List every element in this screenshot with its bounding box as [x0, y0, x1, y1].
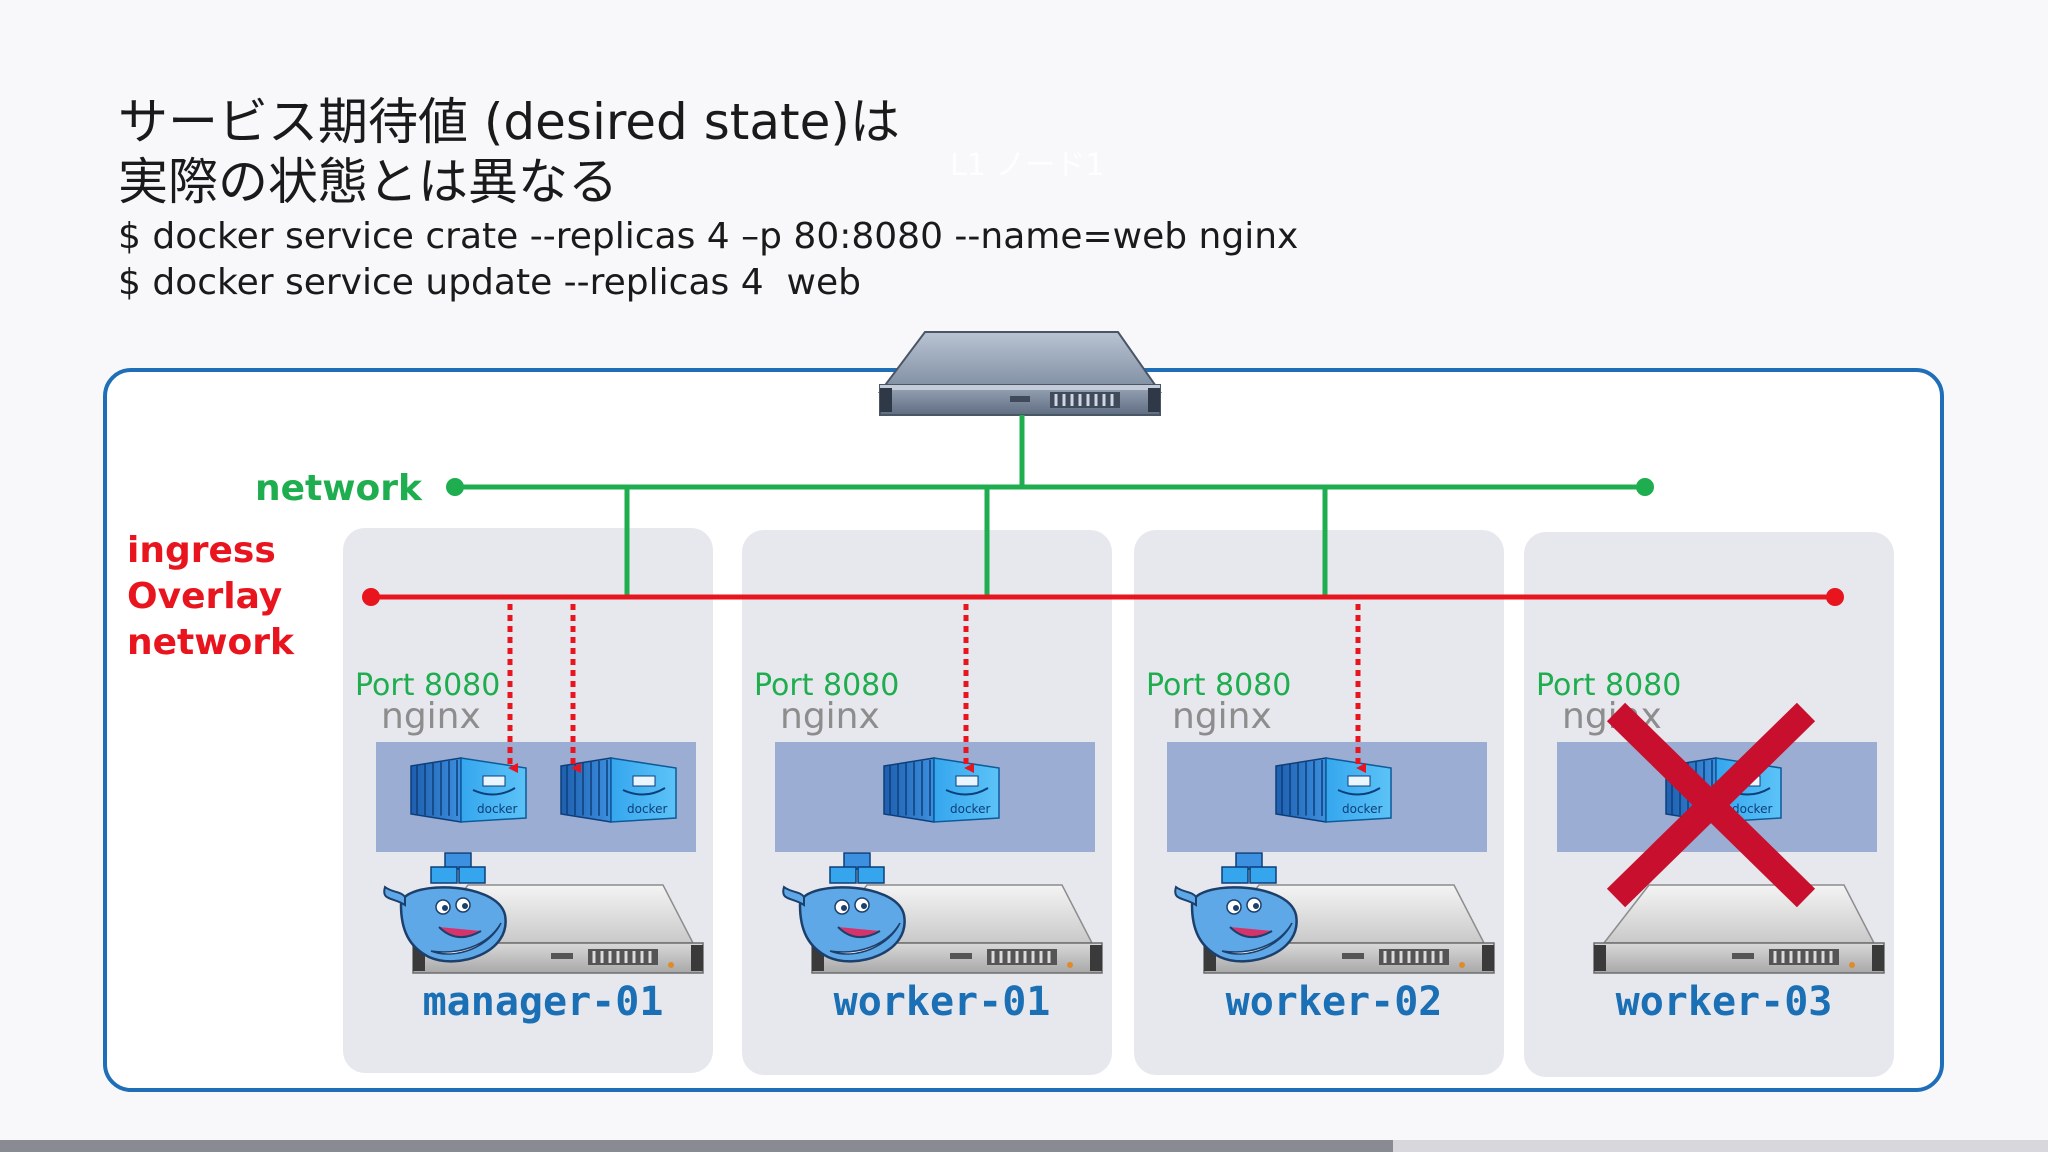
- node-name: worker-02: [1226, 979, 1443, 1025]
- service-label: nginx: [780, 696, 880, 737]
- network-label: network: [255, 468, 423, 509]
- network-end-right: [1636, 478, 1654, 496]
- ingress-label-3: network: [127, 622, 295, 663]
- slide-title: サービス期待値 (desired state)は 実際の状態とは異なる: [118, 92, 900, 212]
- node-name: worker-01: [834, 979, 1051, 1025]
- title-line-1: サービス期待値 (desired state)は: [118, 93, 900, 151]
- container-label: docker: [627, 802, 667, 816]
- command-create: $ docker service crate --replicas 4 –p 8…: [118, 216, 1299, 257]
- title-line-2: 実際の状態とは異なる: [118, 153, 618, 211]
- node-name: worker-03: [1616, 979, 1833, 1025]
- service-label: nginx: [1172, 696, 1272, 737]
- port-label: Port 8080: [1146, 668, 1291, 703]
- port-label: Port 8080: [355, 668, 500, 703]
- ingress-end-left: [362, 588, 380, 606]
- failure-cross-icon: [1606, 702, 1816, 908]
- node-name: manager-01: [423, 979, 664, 1025]
- ingress-label-2: Overlay: [127, 576, 282, 617]
- video-progress-bar[interactable]: [0, 1140, 2048, 1152]
- network-end-left: [446, 478, 464, 496]
- container-label: docker: [950, 802, 990, 816]
- service-label: nginx: [381, 696, 481, 737]
- video-progress-fill: [0, 1140, 1393, 1152]
- port-label: Port 8080: [1536, 668, 1681, 703]
- container-label: docker: [1732, 802, 1772, 816]
- port-label: Port 8080: [754, 668, 899, 703]
- manager-server-icon: [878, 331, 1162, 416]
- container-label: docker: [477, 802, 517, 816]
- ingress-end-right: [1826, 588, 1844, 606]
- ingress-label-1: ingress: [127, 530, 276, 571]
- ghost-caption: L1 ノード1: [950, 148, 1105, 183]
- command-update: $ docker service update --replicas 4 web: [118, 262, 861, 303]
- container-label: docker: [1342, 802, 1382, 816]
